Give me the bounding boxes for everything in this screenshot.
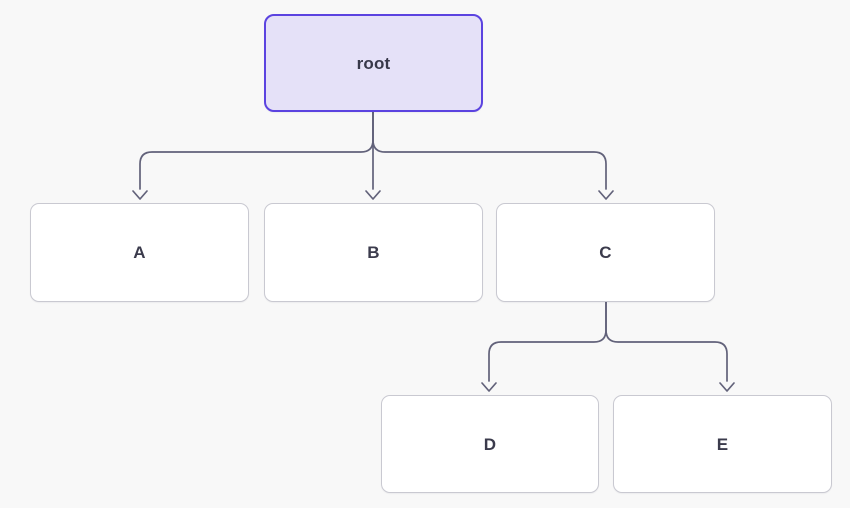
node-a[interactable]: A xyxy=(30,203,249,302)
edge-root-c-arrowhead xyxy=(598,190,614,200)
node-c[interactable]: C xyxy=(496,203,715,302)
edge-c-d xyxy=(488,301,607,382)
edge-c-d-arrowhead xyxy=(481,382,497,392)
node-e[interactable]: E xyxy=(613,395,832,493)
edge-root-c xyxy=(372,111,607,190)
node-root[interactable]: root xyxy=(264,14,483,112)
node-d[interactable]: D xyxy=(381,395,599,493)
edge-root-a-arrowhead xyxy=(132,190,148,200)
node-b[interactable]: B xyxy=(264,203,483,302)
edge-c-e xyxy=(605,301,728,382)
edge-root-a xyxy=(139,111,374,190)
edge-c-e-arrowhead xyxy=(719,382,735,392)
node-e-label: E xyxy=(716,434,729,454)
node-b-label: B xyxy=(367,243,380,262)
node-a-label: A xyxy=(133,243,146,262)
node-c-label: C xyxy=(599,243,612,262)
edge-root-b-arrowhead xyxy=(365,190,381,200)
node-root-label: root xyxy=(356,53,391,73)
node-d-label: D xyxy=(483,434,497,454)
